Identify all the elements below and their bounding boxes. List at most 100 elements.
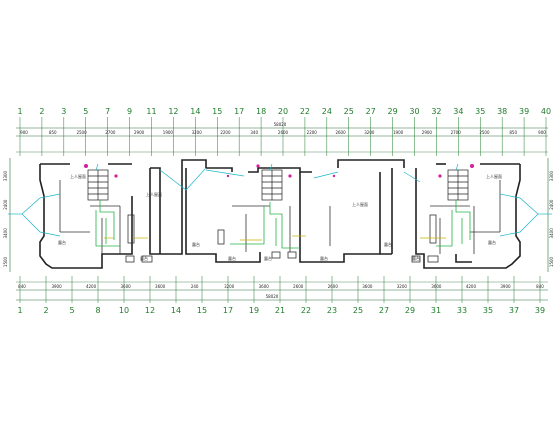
grid-axis-bubble: 27 <box>379 276 389 315</box>
grid-axis-label: 20 <box>278 107 288 116</box>
grid-axis-label: 15 <box>197 306 207 315</box>
grid-axis-label: 2 <box>43 306 48 315</box>
grid-axis-bubble: 1 <box>17 276 23 315</box>
grid-axis-bubble: 11 <box>146 107 157 156</box>
grid-axis-bubble: 29 <box>405 276 415 315</box>
grid-axis-bubble: 1 <box>17 107 23 156</box>
grid-axis-bubble: 17 <box>234 107 244 156</box>
grid-axis-label: 40 <box>541 107 551 116</box>
dimension-label: 2400 <box>3 199 8 210</box>
room-label: 露台 <box>384 241 392 247</box>
grid-axis-bubble: 14 <box>190 107 200 156</box>
room-label: 露台 <box>488 239 496 245</box>
grid-axis-bubble: 27 <box>366 107 376 156</box>
dimension-label: 3200 <box>364 130 375 135</box>
dimension-label: 2600 <box>335 130 346 135</box>
grid-axis-label: 10 <box>119 306 129 315</box>
dimension-label: 2700 <box>451 130 462 135</box>
grid-axis-label: 18 <box>256 107 266 116</box>
grid-axis-label: 25 <box>353 306 363 315</box>
room-label: 上人屋面 <box>352 201 368 207</box>
dimension-label: 3600 <box>431 284 442 289</box>
grid-axis-label: 19 <box>249 306 259 315</box>
dimension-label: 1500 <box>549 256 554 267</box>
grid-axis-bubble: 2 <box>43 276 49 315</box>
room-label: 露台 <box>264 255 272 261</box>
dimension-label: 2200 <box>220 130 231 135</box>
grid-axis-label: 3 <box>61 107 66 116</box>
grid-axis-bubble: 21 <box>275 276 285 315</box>
grid-axis-bubble: 15 <box>212 107 222 156</box>
dimension-label: 3900 <box>51 284 62 289</box>
grid-axis-label: 5 <box>69 306 74 315</box>
dimension-label: 3300 <box>549 170 554 181</box>
bottom-total-dimension: 58020 <box>266 294 279 299</box>
grid-axis-label: 14 <box>190 107 200 116</box>
grid-axis-label: 5 <box>83 107 88 116</box>
grid-axis-label: 29 <box>405 306 415 315</box>
room-label: 露台 <box>58 239 66 245</box>
stair-left <box>87 169 109 201</box>
grid-axis-label: 31 <box>431 306 441 315</box>
grid-axis-bubble: 19 <box>249 276 259 315</box>
room-label: 上人屋面 <box>486 173 502 179</box>
grid-axis-bubble: 5 <box>69 276 75 315</box>
grid-axis-bubble: 24 <box>322 107 332 156</box>
room-label: 露台 <box>320 255 328 261</box>
grid-axis-label: 35 <box>483 306 493 315</box>
grid-axis-label: 22 <box>301 306 311 315</box>
dimension-label: 2700 <box>105 130 116 135</box>
interior-walls <box>59 180 501 263</box>
dimension-label: 3400 <box>549 228 554 239</box>
room-label: 上人屋面 <box>70 173 86 179</box>
grid-axis-label: 22 <box>300 107 310 116</box>
grid-axis-bubble: 12 <box>168 107 179 156</box>
grid-axis-label: 12 <box>145 306 155 315</box>
room-labels: 上人屋面 上人屋面 上人屋面 上人屋面 露台 露台 露台 露台 露台 露台 露台… <box>58 173 502 261</box>
grid-axis-bubble: 7 <box>105 107 110 156</box>
grid-axis-label: 24 <box>322 107 332 116</box>
room-label: 露台 <box>140 255 148 261</box>
grid-axis-label: 17 <box>234 107 244 116</box>
grid-axis-bubble: 35 <box>483 276 493 315</box>
dimension-label: 2600 <box>293 284 304 289</box>
room-label: 露台 <box>228 255 236 261</box>
grid-axis-bubble: 25 <box>344 107 354 156</box>
grid-axis-label: 7 <box>105 107 110 116</box>
magenta-markers <box>84 164 474 178</box>
yellow-leaders <box>104 235 446 241</box>
grid-axis-bubble: 34 <box>453 107 463 156</box>
dimension-label: 3900 <box>500 284 511 289</box>
dimension-label: 850 <box>49 130 57 135</box>
dimension-label: 3600 <box>362 284 373 289</box>
grid-axis-bubble: 20 <box>278 107 288 156</box>
dimension-label: 2600 <box>328 284 339 289</box>
grid-axis-bubble: 2 <box>39 107 44 156</box>
grid-axis-label: 1 <box>17 306 22 315</box>
grid-axis-bubble: 14 <box>171 276 181 315</box>
dimension-label: 2900 <box>422 130 433 135</box>
grid-axis-bubble: 22 <box>301 276 311 315</box>
lightning-protection-lines <box>8 163 552 237</box>
dimension-label: 3600 <box>121 284 132 289</box>
dimension-label: 2500 <box>76 130 87 135</box>
grid-axis-label: 33 <box>457 306 467 315</box>
grid-axis-label: 39 <box>519 107 529 116</box>
grid-axis-label: 37 <box>509 306 519 315</box>
dimension-label: 850 <box>509 130 517 135</box>
dimension-label: 900 <box>20 130 28 135</box>
grid-axis-bubble: 10 <box>119 276 129 315</box>
dimension-label: 240 <box>191 284 199 289</box>
grid-axis-bubble: 29 <box>387 107 398 156</box>
dimension-label: 3600 <box>259 284 270 289</box>
stair-right <box>447 169 469 201</box>
dimension-label: 1900 <box>163 130 174 135</box>
dimension-label: 900 <box>538 130 546 135</box>
grid-axis-label: 21 <box>275 306 285 315</box>
grid-axis-bubble: 30 <box>409 107 420 156</box>
